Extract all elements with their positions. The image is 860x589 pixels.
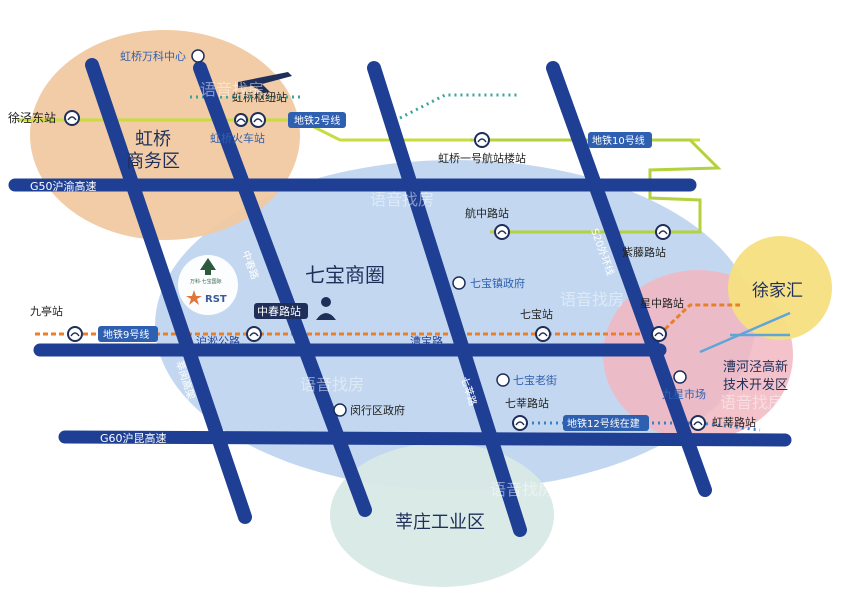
svg-text:虹桥万科中心: 虹桥万科中心 [120,49,186,63]
poi-minhang-gov: 闵行区政府 [333,403,405,417]
station-marker-hongxin [690,415,706,431]
poi-jiuxing: 九星市场 [662,370,706,401]
district-label-qibao: 七宝商圈 [305,263,385,287]
station-label-hongxin: 虹莘路站 [712,415,756,429]
station-marker-jiuting [67,326,83,342]
district-label-xinzhuang: 莘庄工业区 [395,512,485,533]
station-marker-hongqiao-hub [250,112,266,128]
station-marker-terminal1 [474,132,490,148]
svg-text:万科·七宝国际: 万科·七宝国际 [190,278,222,285]
poi-qibao-oldstreet: 七宝老街 [496,373,557,387]
svg-text:语音找房: 语音找房 [200,80,264,99]
station-label-qixin: 七莘路站 [505,396,549,410]
road-qixin [367,61,527,537]
svg-text:九星市场: 九星市场 [662,387,706,401]
logo-star-icon [186,290,202,305]
station-marker-ziteng [655,224,671,240]
project-logo-text: RST [205,294,227,305]
star-icon [452,276,466,290]
metro-station-glyphs [67,116,703,426]
svg-text:语音找房: 语音找房 [490,480,554,499]
station-label-ziteng: 紫藤路站 [622,245,666,259]
station-label-terminal1: 虹桥一号航站楼站 [438,151,526,165]
road-s20 [546,61,712,497]
star-icon [333,403,347,417]
project-logo: 万科·七宝国际 RST [178,255,238,315]
metro-line-east-b [699,311,791,354]
station-label-hangzhong: 航中路站 [465,206,509,220]
svg-text:闵行区政府: 闵行区政府 [350,403,405,417]
watermark: 语音找房 语音找房 语音找房 语音找房 语音找房 语音找房 [200,80,784,499]
road-label-caobao: 漕宝路 [410,334,443,348]
station-label-hongqiao-rail: 虹桥火车站 [210,131,265,145]
svg-text:语音找房: 语音找房 [300,375,364,394]
metro-label-line12: 地铁12号线在建 [563,415,649,431]
station-marker-qibao [535,326,551,342]
tree-icon [200,258,216,275]
shopping-icon [673,370,687,384]
station-marker-xingzhong [651,326,667,342]
district-label-caohejing-2: 技术开发区 [723,377,788,393]
svg-text:语音找房: 语音找房 [560,290,624,309]
metro-line-9 [35,303,740,336]
station-label-hongqiao-hub: 虹桥枢纽站 [232,90,287,104]
station-label-jiuting: 九亭站 [30,304,63,318]
svg-text:地铁12号线在建: 地铁12号线在建 [567,417,640,430]
station-marker-hangzhong [494,224,510,240]
poi-wanke: 虹桥万科中心 [120,49,205,63]
station-marker-xujingdong [64,110,80,126]
district-label-hongqiao-2: 商务区 [126,151,180,172]
road-g60 [58,430,792,447]
district-label-xujiahui: 徐家汇 [752,281,803,301]
station-marker-qixin [512,415,528,431]
road-network [8,58,792,537]
poi-qibao-gov: 七宝镇政府 [452,276,525,290]
svg-text:地铁2号线: 地铁2号线 [294,114,340,127]
station-marker-hongqiao-rail [234,113,248,127]
xujiahui-district-area [728,236,832,340]
district-label-caohejing-1: 漕河泾高新 [723,359,788,375]
shopping-icon [191,49,205,63]
svg-text:语音找房: 语音找房 [370,190,434,209]
metro-label-line2: 地铁2号线 [288,112,346,128]
project-station-tag: 中春路站 [254,303,308,319]
svg-text:语音找房: 语音找房 [720,393,784,412]
svg-text:七宝老街: 七宝老街 [513,373,557,387]
svg-text:地铁9号线: 地铁9号线 [103,328,149,341]
station-label-xingzhong: 星中路站 [640,296,684,310]
airplane-icon [238,72,292,93]
station-label-xujingdong: 徐泾东站 [8,110,56,125]
metro-label-line9: 地铁9号线 [98,326,158,342]
station-label-qibao: 七宝站 [520,307,553,321]
road-label-g60: G60沪昆高速 [100,431,167,445]
person-icon [316,297,336,320]
metro-line-dotted-branch [399,93,520,120]
station-marker-zhongchun [246,326,262,342]
svg-text:七宝镇政府: 七宝镇政府 [470,276,525,290]
district-label-hongqiao-1: 虹桥 [135,129,171,150]
metro-label-line10: 地铁10号线 [588,132,652,148]
svg-text:中春路站: 中春路站 [257,304,301,318]
road-label-g50: G50沪渝高速 [30,179,97,193]
metro-station-markers [64,110,706,431]
svg-text:地铁10号线: 地铁10号线 [592,134,645,147]
star-icon [496,373,510,387]
road-label-hungsong: 沪淞公路 [196,334,240,348]
